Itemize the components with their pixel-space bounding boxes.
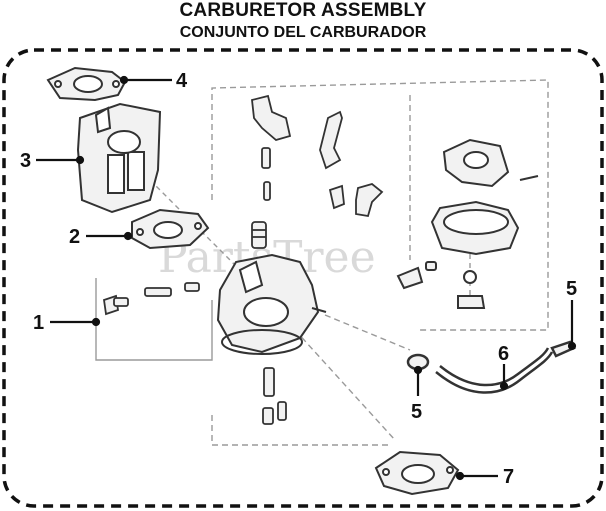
float-bowl-part	[396, 138, 539, 309]
fuel-line-part	[406, 340, 576, 394]
idle-screw-part	[103, 282, 200, 316]
gasket-bottom-part	[374, 450, 460, 496]
callout-7: 7	[503, 466, 514, 488]
callout-5-lower: 5	[411, 401, 422, 423]
diagram-subtitle: CONJUNTO DEL CARBURADOR	[179, 24, 427, 41]
callout-4: 4	[176, 70, 188, 92]
callout-1: 1	[33, 312, 44, 334]
callout-6: 6	[498, 343, 509, 365]
drain-screw-part	[262, 367, 287, 425]
insulator-spacer-part	[76, 102, 162, 214]
leader-lines	[36, 75, 577, 481]
needle-jet-part	[251, 221, 267, 249]
callout-2: 2	[69, 226, 80, 248]
carburetor-body-part	[216, 253, 327, 355]
gasket-middle-part	[131, 208, 210, 250]
gasket-top-part	[46, 66, 127, 102]
diagram-border	[2, 48, 604, 508]
linkage-parts	[251, 94, 384, 218]
callout-3: 3	[20, 150, 31, 172]
callout-5-right: 5	[566, 278, 577, 300]
diagram-title: CARBURETOR ASSEMBLY	[179, 0, 427, 21]
